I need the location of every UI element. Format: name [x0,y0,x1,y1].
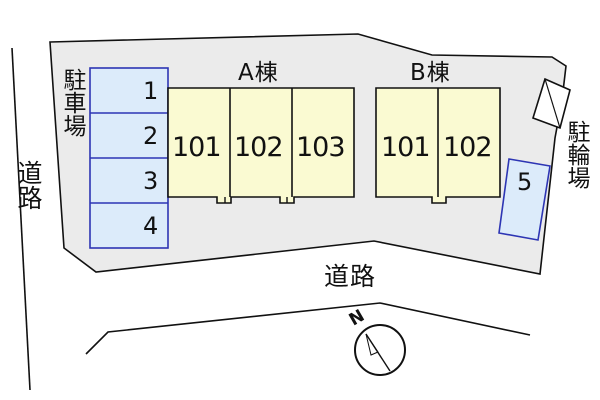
unit-a-103: 103 [296,132,346,163]
unit-a-102: 102 [234,132,284,163]
unit-b-101: 101 [381,132,431,163]
compass-icon [354,324,406,376]
building-a-footprint [167,87,355,204]
building-a [167,87,355,204]
parking-slot-4: 4 [143,212,159,240]
road-label-bottom: 道路 [324,262,377,291]
parking-slot-3: 3 [143,167,159,195]
parking-slot-1: 1 [143,77,159,105]
road-label-left: 道路 [14,160,43,210]
parking-slot-5 [498,158,551,241]
parking-area-left [89,67,169,249]
building-b [375,87,501,204]
unit-b-102: 102 [443,132,493,163]
unit-a-101: 101 [172,132,222,163]
parking-slot-2: 2 [143,122,159,150]
left-road-edge [11,47,31,391]
bicycle-shed-icon [532,77,571,130]
building-b-title: B棟 [410,60,451,86]
parking-slot-5-number: 5 [517,168,533,196]
parking-label: 駐車場 [59,68,85,137]
bottom-road-edge [85,302,531,355]
building-a-title: A棟 [238,60,279,86]
bicycle-parking-label: 駐輪場 [563,120,589,189]
